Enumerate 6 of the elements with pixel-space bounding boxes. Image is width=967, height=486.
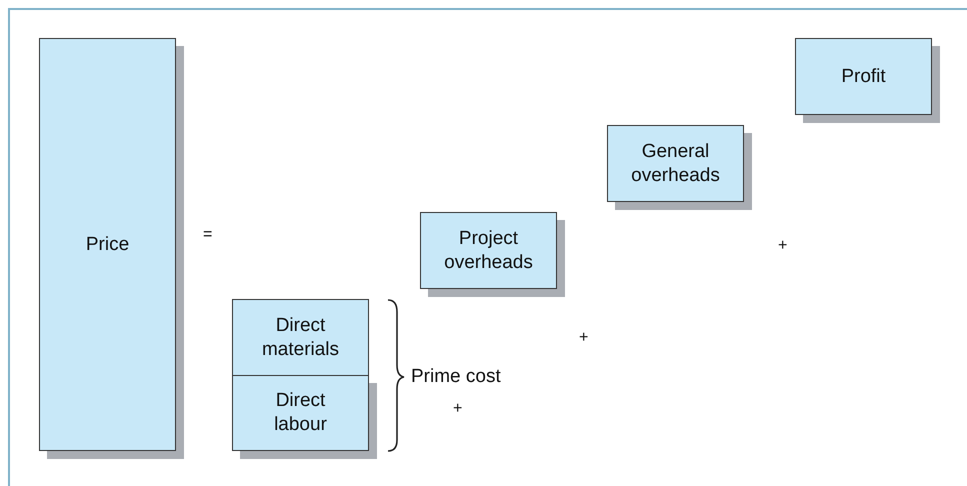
bracket-label: Prime cost <box>411 366 501 388</box>
operator-sign: = <box>203 226 212 244</box>
cost-box: Direct materials <box>232 299 369 376</box>
operator-sign: + <box>453 400 462 418</box>
operator-sign: + <box>579 329 588 347</box>
operator-sign: + <box>778 237 788 255</box>
